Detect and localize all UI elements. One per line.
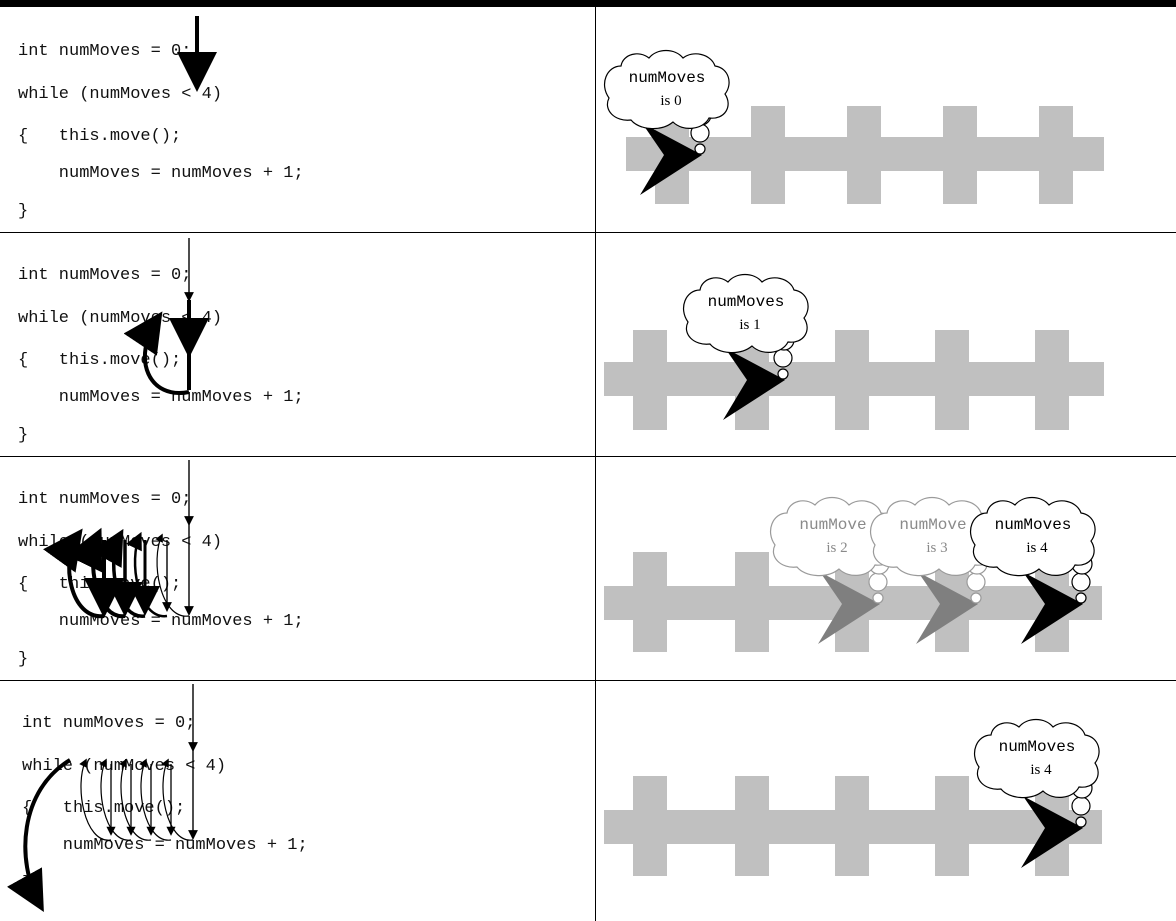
column-divider — [595, 7, 596, 921]
intersection — [633, 552, 667, 652]
bubble-variable-value: is 0 — [660, 93, 681, 109]
intersection — [847, 106, 881, 204]
bubble-variable-name: numMove — [799, 516, 866, 534]
code-line-close-brace: } — [18, 650, 29, 669]
execution-flow-arrows — [6, 16, 217, 912]
intersection — [835, 330, 869, 430]
world-panel-1: numMoves is 0 — [604, 49, 1104, 204]
code-line-declare: int numMoves = 0; — [18, 42, 192, 61]
intersection — [735, 776, 769, 876]
thought-dot — [868, 572, 888, 592]
flow-arrows-loop-exit — [6, 684, 198, 912]
intersection — [835, 776, 869, 876]
thought-bubble: numMove is 3 — [870, 496, 996, 604]
thought-dot — [1075, 592, 1087, 604]
bubble-variable-value: is 2 — [826, 540, 847, 556]
robot-arrow — [1021, 796, 1083, 868]
bubble-variable-value: is 3 — [926, 540, 947, 556]
bubble-variable-name: numMoves — [629, 69, 706, 87]
thought-dot — [872, 592, 884, 604]
intersection — [735, 552, 769, 652]
thought-cloud — [683, 273, 809, 354]
thought-dot — [970, 592, 982, 604]
intersection — [935, 776, 969, 876]
thought-dot — [1071, 796, 1091, 816]
thought-cloud — [604, 49, 730, 130]
robot-arrow — [818, 572, 880, 644]
bubble-variable-value: is 1 — [739, 317, 760, 333]
thought-bubble: numMoves is 4 — [974, 718, 1100, 828]
intersection — [1035, 330, 1069, 430]
code-line-increment: numMoves = numMoves + 1; — [18, 164, 304, 183]
thought-dot — [966, 572, 986, 592]
world-panel-3: numMove is 2 numMove is 3 numMoves is 4 — [604, 496, 1102, 652]
code-line-declare: int numMoves = 0; — [18, 490, 192, 509]
code-line-increment: numMoves = numMoves + 1; — [18, 612, 304, 631]
thought-dot — [1071, 572, 1091, 592]
code-line-move: { this.move(); — [22, 799, 186, 818]
thought-bubble: numMove is 2 — [770, 496, 896, 604]
code-line-increment: numMoves = numMoves + 1; — [18, 388, 304, 407]
row-divider-1 — [0, 232, 1176, 233]
thought-bubble: numMoves is 1 — [683, 273, 809, 380]
thought-dot — [694, 143, 706, 155]
thought-dot — [777, 368, 789, 380]
code-line-move: { this.move(); — [18, 127, 182, 146]
robot-arrow — [916, 572, 978, 644]
thought-bubble: numMoves is 0 — [604, 49, 730, 155]
row-divider-3 — [0, 680, 1176, 681]
code-line-close-brace: } — [18, 426, 29, 445]
bubble-variable-name: numMoves — [708, 293, 785, 311]
code-line-close-brace: } — [18, 202, 29, 221]
world-panel-4: numMoves is 4 — [604, 718, 1102, 876]
code-line-declare: int numMoves = 0; — [22, 714, 196, 733]
intersection — [633, 776, 667, 876]
thought-cloud — [970, 496, 1096, 577]
code-line-move: { this.move(); — [18, 351, 182, 370]
robot-arrow — [723, 348, 785, 420]
robot-arrow — [640, 123, 702, 195]
world-panel-2: numMoves is 1 — [604, 273, 1104, 430]
flow-arrows-iteration-1 — [123, 238, 209, 396]
intersection — [935, 330, 969, 430]
bubble-variable-name: numMoves — [999, 738, 1076, 756]
thought-dot — [1075, 816, 1087, 828]
intersection — [1039, 106, 1073, 204]
intersection — [751, 106, 785, 204]
flow-arrows-iterations-4 — [43, 460, 194, 619]
code-line-increment: numMoves = numMoves + 1; — [22, 836, 308, 855]
thought-cloud — [974, 718, 1100, 799]
bubble-variable-name: numMove — [899, 516, 966, 534]
bubble-variable-value: is 4 — [1030, 762, 1052, 778]
row-divider-2 — [0, 456, 1176, 457]
intersection — [943, 106, 977, 204]
thought-bubble: numMoves is 4 — [970, 496, 1096, 604]
bubble-variable-name: numMoves — [995, 516, 1072, 534]
bubble-variable-value: is 4 — [1026, 540, 1048, 556]
top-border — [0, 0, 1176, 7]
intersection — [633, 330, 667, 430]
code-line-declare: int numMoves = 0; — [18, 266, 192, 285]
robot-arrow — [1021, 572, 1083, 644]
